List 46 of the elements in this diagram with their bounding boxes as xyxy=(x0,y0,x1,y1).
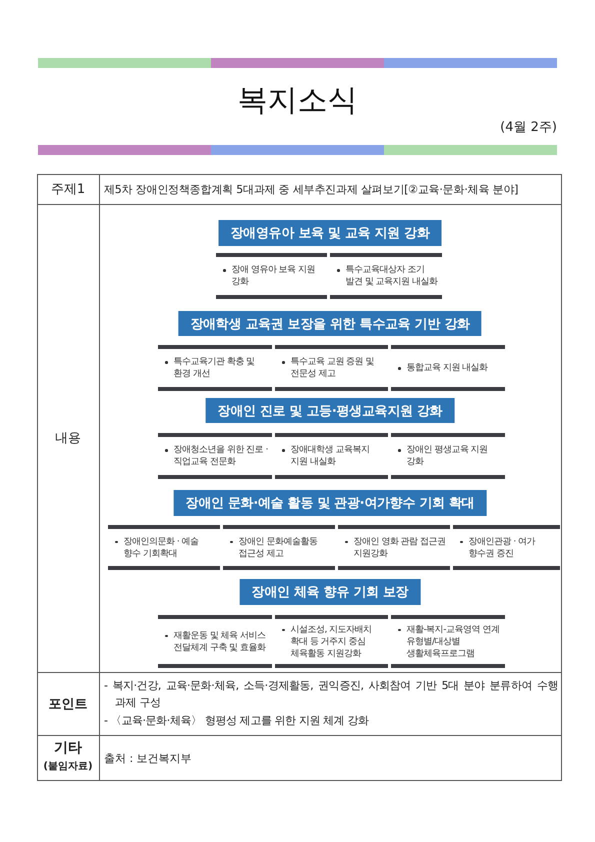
item-text: 특수교육 교원 증원 및 전문성 제고 xyxy=(290,356,376,380)
item-panel xyxy=(108,525,220,570)
item-panel xyxy=(391,345,505,391)
row-header: 기타 xyxy=(54,739,82,757)
item-text: 장애대학생 교육복지 지원 내실화 xyxy=(290,444,370,468)
item-panel xyxy=(453,525,560,570)
heading-band: 장애인 문화·예술 활동 및 관광·여가향수 기회 확대 xyxy=(174,490,486,516)
point-text: - 복지·건강, 교육·문화·체육, 소득·경제활동, 권익증진, 사회참여 기반 5대 분야 분류하여 수행 과제 구성 xyxy=(104,678,558,711)
item-text: 특수교육기관 확충 및 환경 개선 xyxy=(174,356,256,380)
item-panel xyxy=(275,615,388,668)
item-text: 재활운동 및 체육 서비스 전달체계 구축 및 효율화 xyxy=(174,630,267,654)
item-text: 장애청소년을 위한 진로 · 직업교육 전문화 xyxy=(174,444,269,468)
item-panel xyxy=(391,433,505,479)
item-text: 장애인 영화 관람 접근권 지원강화 xyxy=(354,536,447,560)
item-text: 장애인관광 · 여가 향수권 증진 xyxy=(468,536,536,560)
item-text: 특수교육대상자 조기 발견 및 교육지원 내실화 xyxy=(346,264,439,288)
item-text: 장애인의문화 · 예술 향수 기회확대 xyxy=(124,536,200,560)
item-text: 통합교육 지원 내실화 xyxy=(406,362,488,374)
source-text: 출처 : 보건복지부 xyxy=(104,750,192,766)
topic-text: 제5차 장애인정책종합계획 5대과제 중 세부추진과제 살펴보기[②교육·문화·체육 분야] xyxy=(104,182,518,196)
row-header: 포인트 xyxy=(48,696,88,712)
item-panel xyxy=(275,345,388,391)
item-panel xyxy=(158,433,272,479)
row-header: 내용 xyxy=(55,430,81,447)
heading-band: 장애영유아 보육 및 교육 지원 강화 xyxy=(218,220,442,246)
item-panel xyxy=(223,525,335,570)
item-panel xyxy=(330,253,442,299)
item-text: 시설조성, 지도자배치 확대 등 거주지 중심 체육활동 지원강화 xyxy=(290,624,373,660)
item-panel xyxy=(158,345,272,391)
row-subheader: (붙임자료) xyxy=(43,760,93,773)
heading-band: 장애인 체육 향유 기회 보장 xyxy=(240,579,420,605)
item-panel xyxy=(216,253,327,299)
row-header: 주제1 xyxy=(50,181,86,198)
item-text: 장애인 문화예술활동 접근성 제고 xyxy=(238,536,318,560)
item-panel xyxy=(391,615,505,668)
item-text: 장애인 평생교육 지원 강화 xyxy=(406,444,489,468)
item-text: 장애 영유아 보육 지원 강화 xyxy=(232,264,316,288)
heading-band: 장애인 진로 및 고등·평생교육지원 강화 xyxy=(206,398,454,423)
point-text: - 〈교육·문화·체육〉 형평성 제고를 위한 지원 체계 강화 xyxy=(104,713,370,729)
item-panel xyxy=(158,615,272,668)
item-panel xyxy=(275,433,388,479)
title: 복지소식 xyxy=(238,82,358,120)
item-text: 재활-복지-교육영역 연계 유형별/대상별 생활체육프로그램 xyxy=(406,624,500,660)
item-panel xyxy=(338,525,450,570)
heading-band: 장애학생 교육권 보장을 위한 특수교육 기반 강화 xyxy=(178,311,482,336)
date-label: (4월 2주) xyxy=(500,119,557,136)
